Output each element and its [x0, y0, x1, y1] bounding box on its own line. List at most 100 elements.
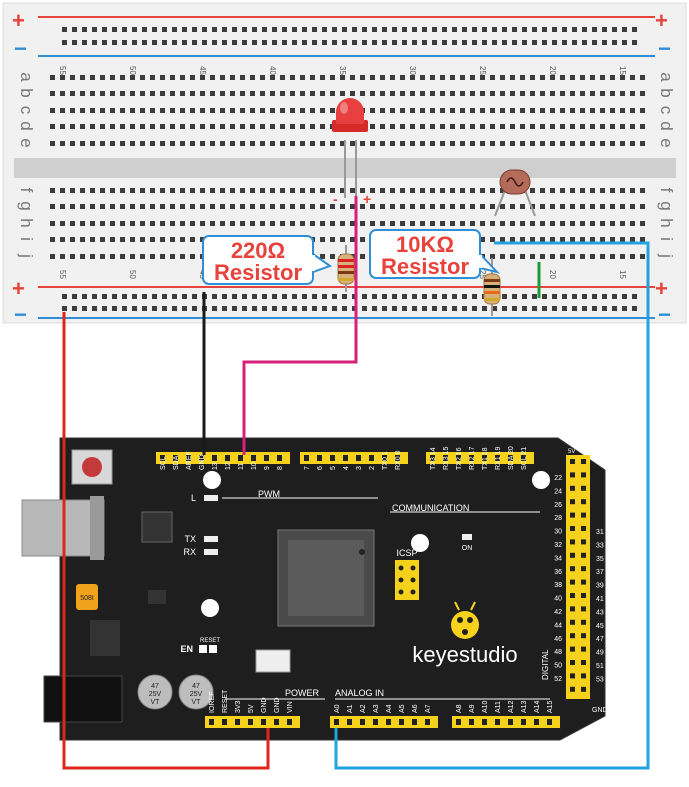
breadboard-hole	[572, 306, 577, 311]
breadboard-hole	[62, 306, 67, 311]
breadboard-hole	[182, 294, 187, 299]
breadboard-hole	[80, 188, 85, 193]
header-pin	[570, 552, 575, 558]
breadboard-hole	[140, 91, 145, 96]
breadboard-hole	[182, 40, 187, 45]
breadboard-hole	[270, 188, 275, 193]
breadboard-hole	[580, 188, 585, 193]
pin-label: A9	[469, 704, 476, 713]
pin-label: 47	[596, 636, 604, 643]
top-left-plus: +	[12, 8, 25, 33]
breadboard-hole	[80, 75, 85, 80]
breadboard-hole	[362, 40, 367, 45]
breadboard-hole	[260, 188, 265, 193]
breadboard-hole	[160, 188, 165, 193]
pin-label: GND	[274, 697, 281, 713]
breadboard-hole	[542, 40, 547, 45]
header-pin	[482, 719, 487, 725]
breadboard-hole	[230, 188, 235, 193]
breadboard-hole	[422, 294, 427, 299]
breadboard-hole	[620, 91, 625, 96]
pin-label: TX1 18	[482, 447, 489, 470]
breadboard-hole	[210, 204, 215, 209]
breadboard-hole	[602, 306, 607, 311]
breadboard-hole	[282, 306, 287, 311]
breadboard-hole	[200, 108, 205, 113]
breadboard-hole	[380, 188, 385, 193]
breadboard-hole	[262, 306, 267, 311]
breadboard-hole	[410, 221, 415, 226]
red-5v-wire	[62, 312, 270, 770]
pin-label: 38	[554, 582, 562, 589]
pin-label: 5	[330, 466, 337, 470]
breadboard-hole	[122, 306, 127, 311]
breadboard-hole	[152, 27, 157, 32]
breadboard-hole	[120, 204, 125, 209]
breadboard-hole	[510, 254, 515, 259]
breadboard-hole	[480, 91, 485, 96]
breadboard-hole	[82, 40, 87, 45]
header-pin	[209, 719, 214, 725]
breadboard-hole	[540, 75, 545, 80]
breadboard-hole	[132, 294, 137, 299]
breadboard-hole	[612, 27, 617, 32]
breadboard-hole	[450, 204, 455, 209]
resistor-10k-word: Resistor	[381, 254, 469, 279]
breadboard-hole	[620, 237, 625, 242]
breadboard-hole	[140, 254, 145, 259]
breadboard-hole	[72, 294, 77, 299]
breadboard-hole	[80, 91, 85, 96]
breadboard-hole	[290, 188, 295, 193]
breadboard-hole	[90, 188, 95, 193]
breadboard-hole	[140, 237, 145, 242]
breadboard-hole	[212, 294, 217, 299]
led-rx-label: RX	[183, 547, 196, 557]
en-label: EN	[180, 644, 193, 654]
breadboard-hole	[120, 108, 125, 113]
breadboard-hole	[532, 40, 537, 45]
breadboard-hole	[172, 40, 177, 45]
breadboard-hole	[360, 91, 365, 96]
breadboard-hole	[572, 40, 577, 45]
breadboard-hole	[462, 306, 467, 311]
breadboard-hole	[592, 306, 597, 311]
column-number: 25	[478, 66, 487, 75]
pin-label: 42	[554, 609, 562, 616]
breadboard-hole	[160, 91, 165, 96]
pin-label: RX3 15	[443, 447, 450, 470]
breadboard-hole	[232, 306, 237, 311]
breadboard-hole	[212, 27, 217, 32]
pin-label: SDA 20	[508, 446, 515, 470]
breadboard-hole	[340, 75, 345, 80]
breadboard-hole	[262, 40, 267, 45]
pin-label: 35	[596, 556, 604, 563]
row-letter: d	[17, 121, 36, 130]
top-left-minus: −	[14, 36, 27, 61]
breadboard-hole	[472, 306, 477, 311]
pin-label: 43	[596, 609, 604, 616]
capacitor-2: 47 25V VT	[178, 674, 214, 710]
breadboard-hole	[630, 237, 635, 242]
breadboard-hole	[450, 124, 455, 129]
breadboard-hole	[102, 306, 107, 311]
breadboard-hole	[270, 91, 275, 96]
breadboard-hole	[570, 221, 575, 226]
breadboard-hole	[462, 294, 467, 299]
breadboard-hole	[372, 306, 377, 311]
column-number: 20	[548, 66, 557, 75]
breadboard-hole	[262, 294, 267, 299]
breadboard-hole	[350, 188, 355, 193]
breadboard-hole	[72, 306, 77, 311]
pin-label: 34	[554, 555, 562, 562]
header-pin	[570, 526, 575, 531]
breadboard-hole	[110, 124, 115, 129]
breadboard-hole	[570, 188, 575, 193]
column-number: 30	[408, 66, 417, 75]
column-number: 25	[478, 270, 487, 279]
breadboard-hole	[560, 237, 565, 242]
breadboard-hole	[322, 294, 327, 299]
breadboard-hole	[600, 91, 605, 96]
breadboard-hole	[452, 27, 457, 32]
header-pin	[277, 455, 282, 461]
breadboard-hole	[80, 124, 85, 129]
